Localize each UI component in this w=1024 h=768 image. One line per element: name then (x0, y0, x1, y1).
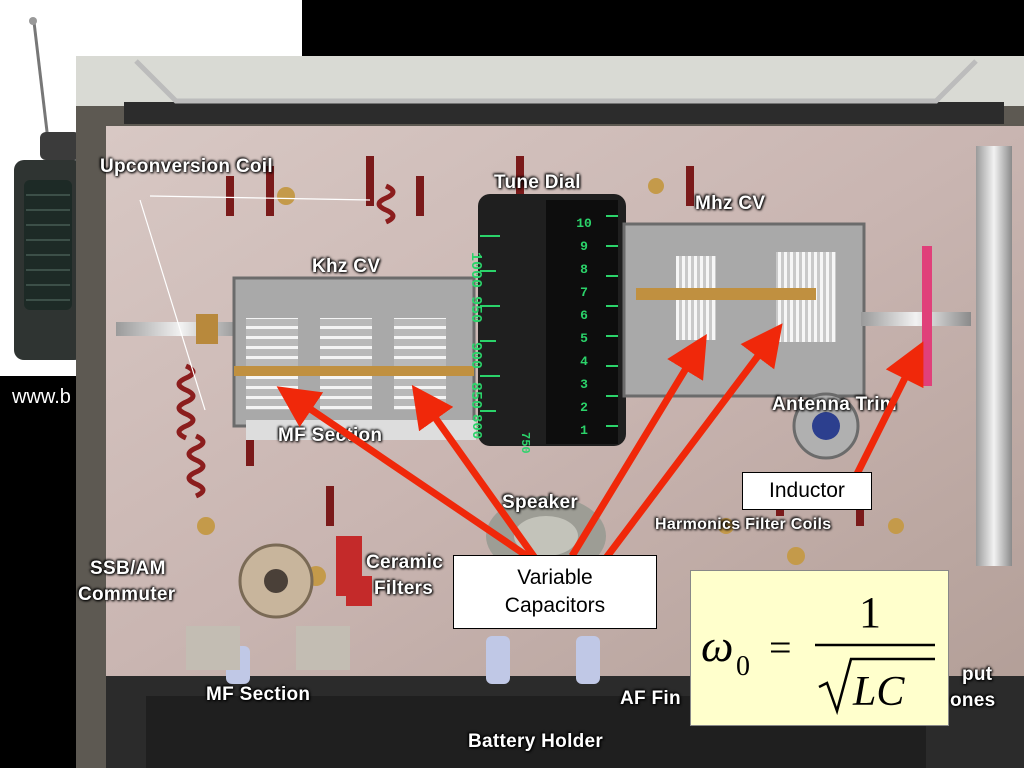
resonant-frequency-formula: ω 0 = 1 LC (690, 570, 949, 726)
variable-capacitors-line1: Variable (517, 565, 593, 589)
variable-capacitors-line2: Capacitors (504, 594, 606, 617)
label-mhz-cv: Mhz CV (695, 193, 766, 214)
formula-denominator: LC (852, 669, 905, 715)
formula-omega: ω (701, 620, 733, 671)
inductor-callout-text: Inductor (769, 478, 845, 502)
variable-capacitors-callout: Variable Capacitors (453, 555, 657, 629)
label-ssb-am: SSB/AM (90, 558, 166, 579)
label-ceramic: Ceramic (366, 552, 444, 573)
formula-subscript: 0 (736, 651, 750, 682)
label-tune-dial: Tune Dial (494, 172, 581, 193)
label-mf-section-top: MF Section (278, 425, 383, 446)
label-antenna-trim: Antenna Trim (772, 394, 898, 415)
label-af-final: AF Fin (620, 688, 681, 709)
label-commuter: Commuter (78, 584, 176, 605)
formula-numerator: 1 (859, 588, 881, 637)
inductor-callout: Inductor (742, 472, 872, 510)
label-filters: Filters (374, 578, 434, 599)
label-mf-section-bottom: MF Section (206, 684, 311, 705)
label-upconversion-coil: Upconversion Coil (100, 156, 273, 177)
radio-illustration (14, 17, 84, 360)
label-harmonics-filter-coils: Harmonics Filter Coils (655, 516, 832, 533)
formula-equals: = (769, 625, 792, 670)
sqrt-sign (818, 657, 935, 716)
label-output-line2: ones (950, 690, 996, 711)
label-speaker: Speaker (502, 492, 579, 513)
label-battery-holder: Battery Holder (468, 731, 604, 752)
label-output-line1: put (962, 664, 993, 685)
label-khz-cv: Khz CV (312, 256, 381, 277)
website-caption[interactable]: www.b (12, 386, 71, 408)
formula-render: ω 0 = 1 LC (701, 588, 935, 716)
